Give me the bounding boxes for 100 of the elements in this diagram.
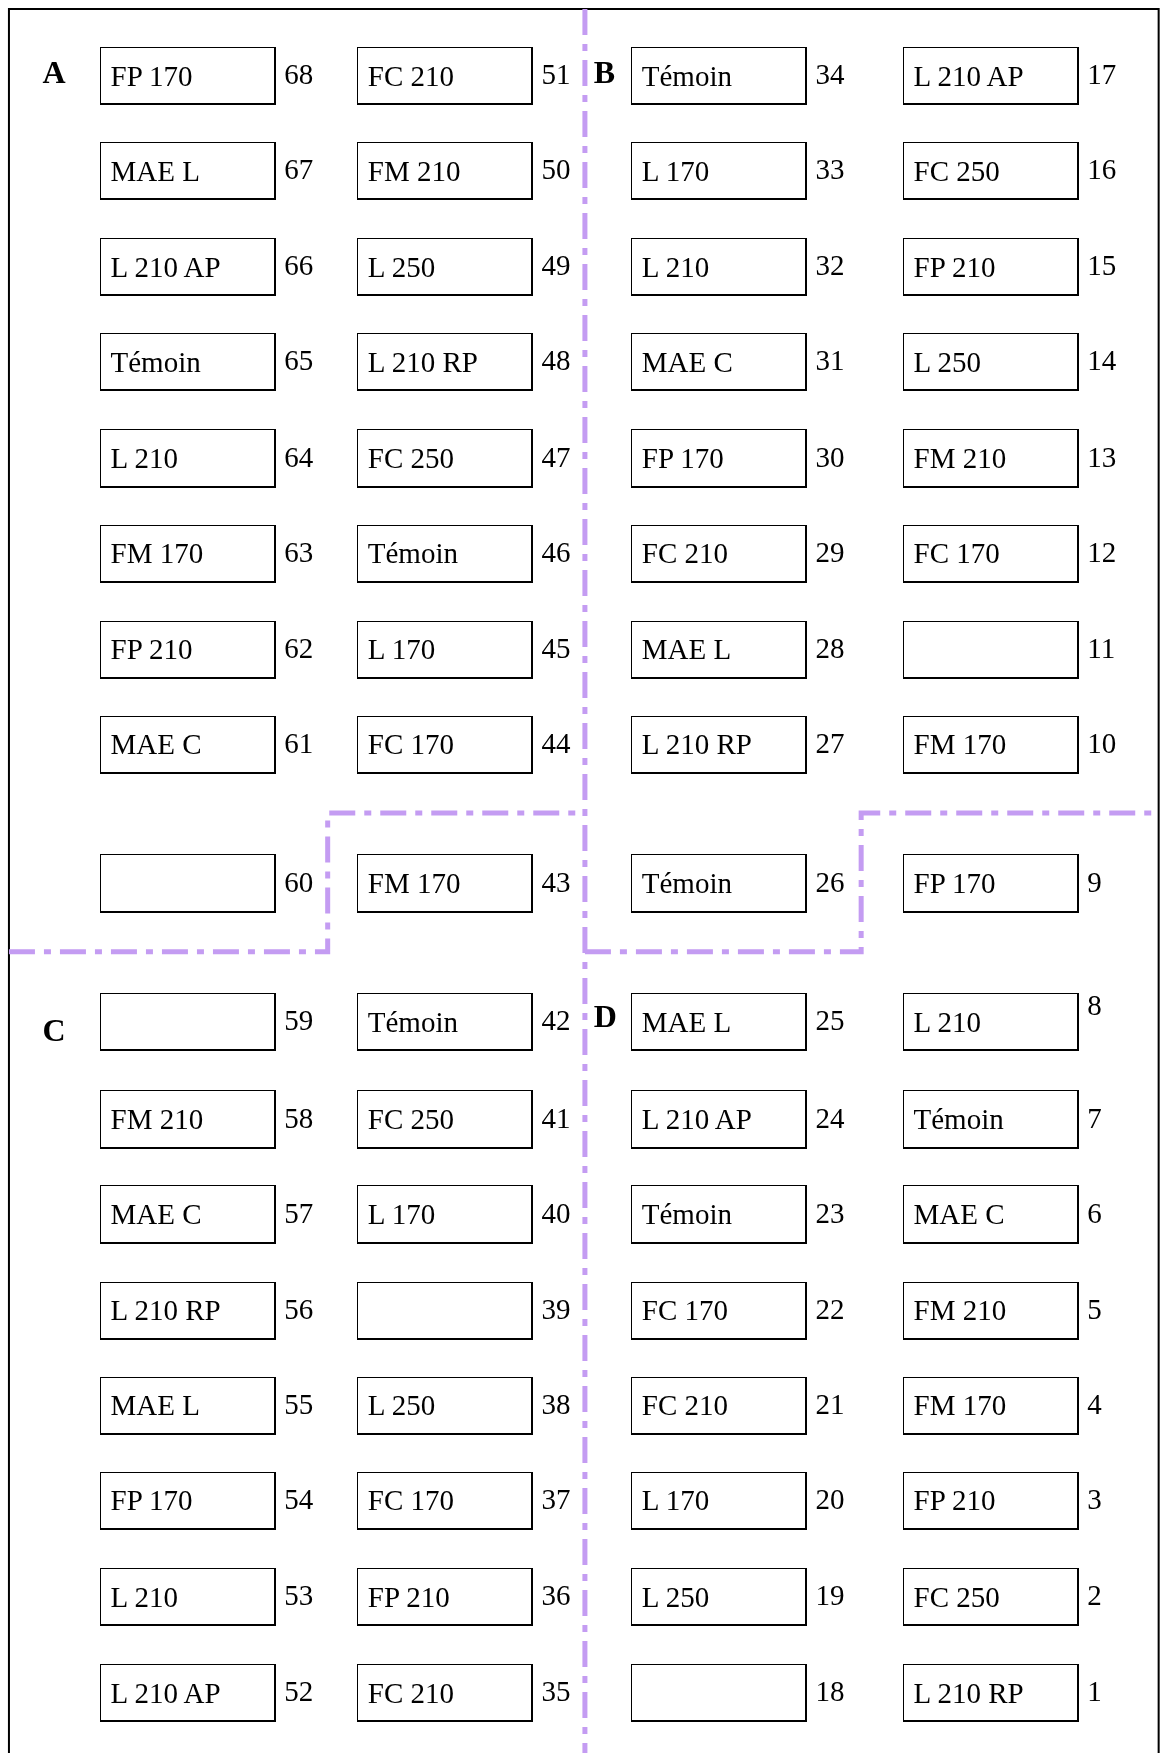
treatment-label: Témoin	[110, 345, 201, 379]
plot-number: 14	[1087, 344, 1117, 378]
plot-number: 38	[541, 1387, 571, 1421]
plot-box	[99, 1281, 277, 1340]
plot-number: 22	[815, 1292, 845, 1326]
treatment-label: MAE L	[110, 154, 200, 188]
plot-box	[99, 1471, 277, 1530]
plot-number: 52	[284, 1675, 314, 1709]
treatment-label: L 210 RP	[110, 1293, 221, 1327]
plot-number: 15	[1087, 249, 1117, 283]
treatment-label: MAE L	[641, 1005, 732, 1039]
plot-box	[356, 429, 534, 488]
treatment-label: MAE L	[641, 632, 732, 666]
plot-box	[902, 1567, 1080, 1627]
plot-number: 55	[284, 1387, 314, 1421]
plot-box	[902, 333, 1080, 392]
plot-box	[630, 1567, 808, 1627]
treatment-label: FM 170	[367, 866, 461, 900]
plot-box	[99, 429, 277, 488]
plot-number: 24	[815, 1101, 845, 1135]
treatment-label: Témoin	[641, 866, 732, 900]
treatment-label: MAE C	[913, 1197, 1005, 1231]
plot-number: 29	[815, 535, 845, 569]
treatment-label: FM 210	[367, 154, 461, 188]
plot-box	[99, 524, 277, 583]
treatment-label: FC 170	[367, 727, 454, 761]
plot-box	[99, 1376, 277, 1435]
plot-number: 57	[284, 1196, 314, 1230]
treatment-label: FC 210	[641, 1388, 728, 1422]
plot-number: 40	[541, 1196, 571, 1230]
treatment-label: MAE C	[110, 1197, 202, 1231]
plot-box	[630, 1281, 808, 1340]
treatment-label: L 210	[641, 250, 710, 284]
plot-number: 34	[815, 58, 845, 92]
plot-box	[630, 715, 808, 774]
plot-box	[99, 1567, 277, 1627]
treatment-label: FM 210	[913, 1293, 1007, 1327]
plot-number: 33	[815, 153, 845, 187]
plot-box	[630, 620, 808, 679]
plot-number: 17	[1087, 58, 1117, 92]
block-letter: D	[593, 997, 617, 1035]
treatment-label: L 250	[367, 1388, 436, 1422]
plot-box	[356, 1185, 534, 1244]
plot-box	[630, 333, 808, 392]
plot-box	[630, 854, 808, 913]
plot-number: 36	[541, 1579, 571, 1613]
plot-box	[902, 993, 1080, 1052]
plot-box	[356, 1376, 534, 1435]
plot-number: 11	[1087, 631, 1116, 665]
treatment-label: Témoin	[641, 59, 732, 93]
plot-box	[630, 1090, 808, 1149]
plot-number: 47	[541, 440, 571, 474]
plot-number: 67	[284, 153, 314, 187]
treatment-label: FC 210	[641, 536, 728, 570]
plot-number: 8	[1087, 988, 1102, 1022]
plot-box	[356, 1664, 534, 1723]
plot-box	[630, 46, 808, 106]
plot-box	[902, 620, 1080, 679]
plot-number: 19	[815, 1579, 845, 1613]
plot-box	[630, 1185, 808, 1244]
plot-box	[99, 142, 277, 201]
plot-number: 68	[284, 58, 314, 92]
plot-number: 1	[1087, 1675, 1102, 1709]
treatment-label: FC 170	[367, 1483, 454, 1517]
plot-number: 51	[541, 58, 571, 92]
plot-box	[630, 993, 808, 1052]
plot-box	[99, 46, 277, 106]
plot-number: 13	[1087, 440, 1117, 474]
plot-box	[902, 1664, 1080, 1723]
treatment-label: L 250	[913, 345, 981, 379]
plot-number: 9	[1087, 865, 1102, 899]
treatment-label: FC 170	[913, 536, 1000, 570]
plot-box	[630, 142, 808, 201]
treatment-label: L 210 RP	[641, 727, 752, 761]
plot-number: 2	[1087, 1579, 1102, 1613]
plot-box	[356, 993, 534, 1052]
plot-number: 35	[541, 1675, 571, 1709]
plot-box	[356, 620, 534, 679]
plot-number: 46	[541, 535, 571, 569]
treatment-label: Témoin	[641, 1197, 732, 1231]
plot-box	[630, 524, 808, 583]
plot-number: 25	[815, 1004, 845, 1038]
plot-number: 59	[284, 1004, 314, 1038]
plot-box	[356, 1471, 534, 1530]
plot-number: 42	[541, 1004, 571, 1038]
treatment-label: FC 170	[641, 1293, 728, 1327]
treatment-label: FP 210	[913, 1483, 996, 1517]
plot-number: 10	[1087, 726, 1117, 760]
plot-box	[99, 1090, 277, 1149]
plot-box	[630, 1376, 808, 1435]
plot-box	[630, 1471, 808, 1530]
plot-number: 31	[815, 344, 845, 378]
plot-number: 56	[284, 1292, 314, 1326]
plot-number: 26	[815, 865, 845, 899]
treatment-label: FC 210	[367, 59, 454, 93]
plot-number: 37	[541, 1482, 571, 1516]
plot-number: 43	[541, 865, 571, 899]
plot-box	[902, 1281, 1080, 1340]
plot-box	[99, 715, 277, 774]
plot-number: 30	[815, 440, 845, 474]
